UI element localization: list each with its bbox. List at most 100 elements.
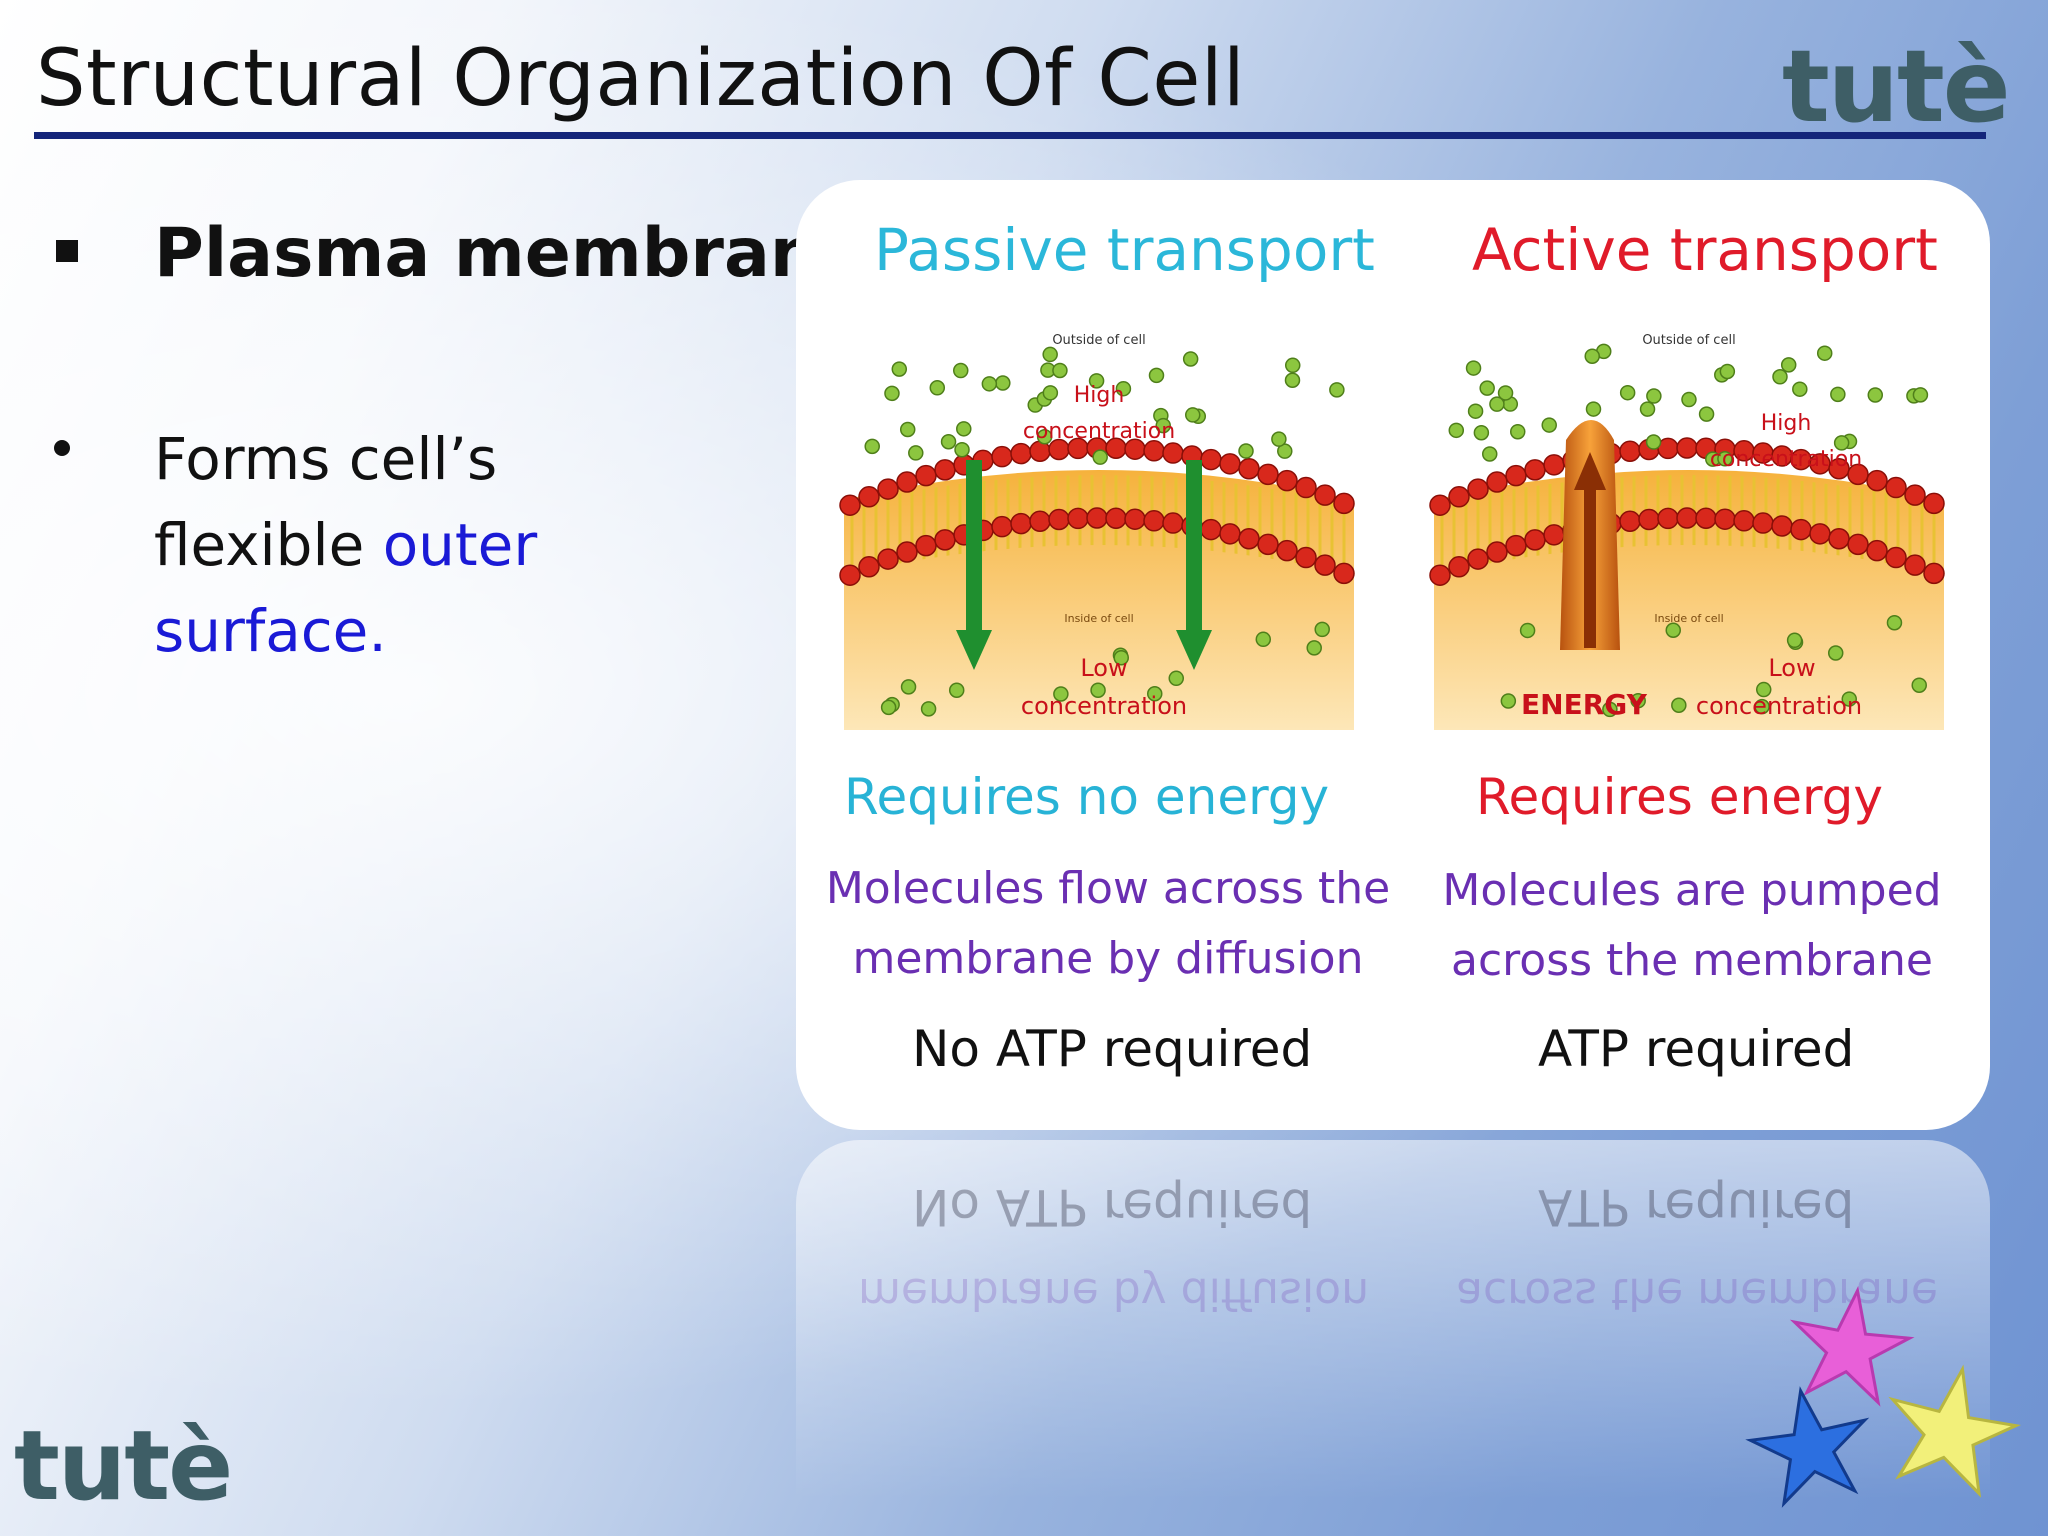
outside-cell-label: Outside of cell [1052,333,1145,348]
molecule-dot [1271,431,1287,447]
molecule-dot [1115,380,1132,397]
high-label: High [1761,411,1812,436]
lipid-head [1086,507,1108,529]
molecule-dot [1719,363,1736,380]
molecule-dot [995,375,1011,391]
high-concentration-label: concentration [1023,419,1175,444]
lipid-head [1714,508,1736,530]
lipid-head [1524,529,1546,551]
molecule-dot [1184,407,1201,423]
lipid-head [1866,469,1888,492]
molecule-dot [981,376,998,392]
molecule-dot [920,701,937,717]
molecule-dot [864,438,880,455]
molecule-dot [1284,357,1301,374]
molecule-dot [1481,446,1498,462]
lipid-head [1505,464,1527,487]
active-description: Molecules are pumped across the membrane [1392,856,1992,996]
inside-cell-label: Inside of cell [1654,612,1723,625]
lipid-head [1543,524,1565,546]
lipid-head [1010,442,1032,465]
lipid-head [1219,523,1241,545]
molecule-dot [1646,388,1662,404]
molecule-dot [1146,686,1163,702]
molecule-dot [1497,385,1514,401]
lipid-head [915,534,937,557]
lipid-head [1010,512,1032,535]
molecule-cluster [864,346,1345,717]
molecule-dot [1148,367,1165,384]
lipid-head [1029,510,1051,532]
reflection-atp: ATP required [1538,1178,1855,1236]
round-bullet-icon [54,440,70,456]
passive-description-line-1: Molecules flow across the [825,863,1391,914]
molecule-dot [1448,422,1465,439]
lipid-head [877,478,899,500]
lipid-head [896,471,918,493]
molecule-dot [1717,451,1733,467]
lipid-head [1219,453,1241,475]
lipid-head [1200,518,1222,541]
molecule-dot [1619,384,1636,401]
pink-star-icon [1789,1285,1915,1407]
molecule-dot [1867,387,1884,403]
bullet-plasma-membrane: Plasma membrane [154,214,865,293]
molecule-dot [1284,372,1301,388]
low-concentration-label: concentration [1021,692,1187,720]
lipid-head [1257,533,1279,556]
lipid-head [1486,541,1508,563]
blue-star-icon [1745,1386,1870,1508]
lipid-head [1143,510,1165,532]
high-concentration-label: concentration [1710,447,1862,472]
reflection-no-atp: No ATP required [912,1178,1313,1236]
low-label: Low [1080,654,1127,682]
molecule-dot [1681,391,1697,408]
molecule-dot [1911,677,1927,693]
molecule-dot [1489,396,1505,412]
lipid-head [1543,454,1565,476]
molecule-dot [900,679,917,695]
lipid-head [1695,507,1717,530]
molecule-dot [1090,682,1106,699]
inside-cell-label: Inside of cell [1064,612,1133,625]
molecule-dot [880,699,897,716]
molecule-dot [1467,403,1484,419]
molecule-dot [1665,622,1681,638]
molecule-dot [1277,443,1293,459]
molecule-dot [1671,697,1687,714]
molecule-dot [1314,621,1330,638]
lipid-head [1505,534,1527,557]
molecule-dot [1088,373,1105,389]
lipid-head [1162,512,1184,534]
molecule-dot [1479,380,1495,396]
diffusion-arrowhead-right [1176,630,1212,670]
molecule-dot [1780,357,1797,373]
lipid-head [1619,440,1641,462]
molecule-dot [1168,670,1185,687]
active-description-line-1: Molecules are pumped [1442,865,1942,916]
molecule-dot [1639,401,1656,417]
lipid-head [1333,562,1355,585]
lipid-head [1276,539,1298,562]
molecule-dot [1886,614,1903,631]
lipid-head [1314,554,1336,576]
molecule-dot [1052,362,1068,379]
decorative-stars [1745,1285,2022,1508]
molecule-dot [1755,681,1772,698]
molecule-dot [1602,701,1618,718]
active-transport-title: Active transport [1472,216,1938,284]
molecule-dot [948,682,965,698]
lipid-head [1923,492,1945,515]
molecule-dot [1053,686,1069,702]
molecule-dot [1833,435,1850,451]
passive-transport-diagram: Outside of cell High concentration Insid… [839,333,1355,730]
lipid-head [1771,515,1793,537]
molecule-dot [1238,443,1254,459]
lipid-head [1314,484,1336,506]
molecule-dot [1816,345,1833,361]
molecule-dot [1329,382,1345,398]
title-underline [34,132,1986,139]
bullet-highlight: outer surface. [154,511,538,665]
lipid-head [1257,463,1279,486]
molecule-dot [954,441,970,458]
